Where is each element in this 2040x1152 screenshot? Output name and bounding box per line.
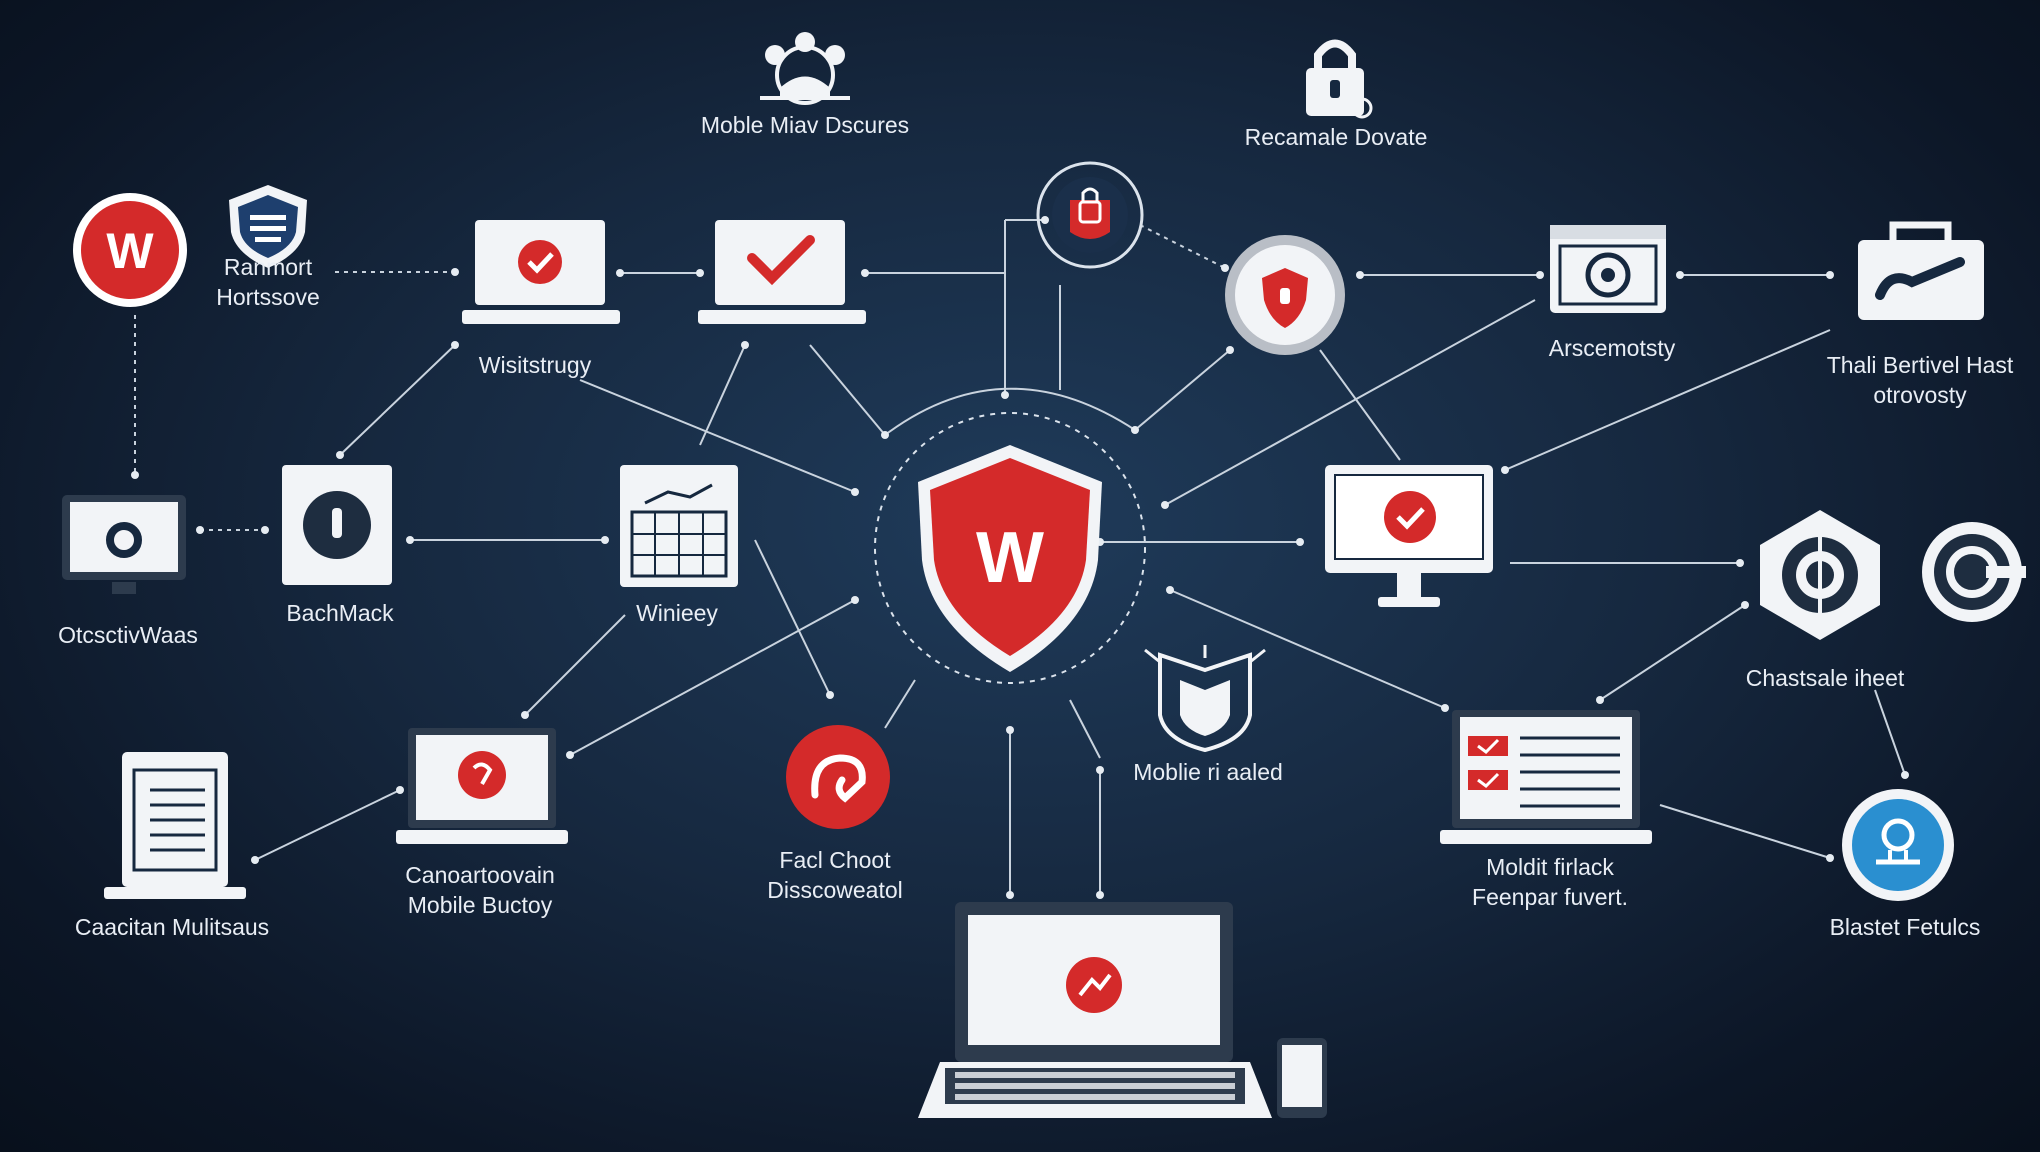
- laptop-list-icon[interactable]: [1440, 710, 1652, 844]
- target-icon[interactable]: [1760, 510, 1880, 640]
- label-wisitstrugy: Wisitstrugy: [478, 352, 592, 378]
- tablet-list-icon[interactable]: [104, 752, 246, 899]
- center-w-label: W: [976, 518, 1044, 598]
- c-circle-icon[interactable]: [1922, 522, 2026, 622]
- calendar-chart-icon[interactable]: [620, 465, 738, 587]
- network-people-icon[interactable]: [760, 32, 850, 105]
- label-mobile-raaled: Moblie ri aaled: [1133, 759, 1283, 785]
- laptop-check-icon-2[interactable]: [698, 220, 866, 324]
- padlock-icon[interactable]: [1306, 39, 1373, 119]
- blue-user-icon[interactable]: [1842, 789, 1954, 901]
- shield-circle-icon[interactable]: [1225, 235, 1345, 355]
- monitor-icon[interactable]: [62, 495, 186, 594]
- label-canoartoovain: Canoartoovain Mobile Buctoy: [405, 862, 555, 918]
- shield-w-icon[interactable]: W: [918, 445, 1102, 672]
- label-bachmack: BachMack: [286, 600, 394, 626]
- shield-icon[interactable]: [229, 185, 307, 268]
- label-obsectwaas: OtcsctivWaas: [58, 622, 198, 648]
- label-cacaicitan: Caacitan Mulitsaus: [74, 914, 270, 940]
- label-mobile-discures: Moble Miav Dscures: [700, 112, 910, 138]
- laptop-check-icon[interactable]: [462, 220, 620, 324]
- label-moidit-firlack: Moldit firlack Feenpar fuvert.: [1472, 854, 1628, 910]
- briefcase-icon[interactable]: [1858, 221, 1984, 320]
- connector-dots: [131, 216, 1909, 899]
- keyhole-icon[interactable]: [282, 465, 392, 585]
- label-arscemotsty: Arscemotsty: [1548, 335, 1676, 361]
- center-ring: [874, 412, 1146, 684]
- label-ransom-hortssove: Ranmort Hortssove: [216, 254, 320, 310]
- monitor-check-icon[interactable]: [1325, 465, 1493, 607]
- label-chastsale-itheet: Chastsale iheet: [1745, 665, 1905, 691]
- laptop-power-icon[interactable]: [396, 728, 568, 844]
- phone-icon[interactable]: [1277, 1038, 1327, 1118]
- label-winieey: Winieey: [636, 600, 718, 626]
- browser-window-icon[interactable]: [1550, 225, 1666, 313]
- connectors: [134, 219, 1906, 895]
- laptop-trend-icon[interactable]: [918, 902, 1272, 1118]
- label-thali-bertivel: Thali Bertivel Hast otrovosty: [1826, 352, 2014, 408]
- w-badge-icon[interactable]: W: [73, 193, 187, 307]
- lock-icon[interactable]: [1036, 161, 1144, 269]
- label-recamale-dovate: Recamale Dovate: [1244, 124, 1428, 150]
- label-fad-choot: Facl Choot Disscoweatol: [767, 847, 903, 903]
- label-blastet-fetucs: Blastet Fetulcs: [1829, 914, 1981, 940]
- shield-outline-icon[interactable]: [1144, 645, 1266, 753]
- svg-text:W: W: [106, 223, 154, 279]
- link-circle-icon[interactable]: [786, 725, 890, 829]
